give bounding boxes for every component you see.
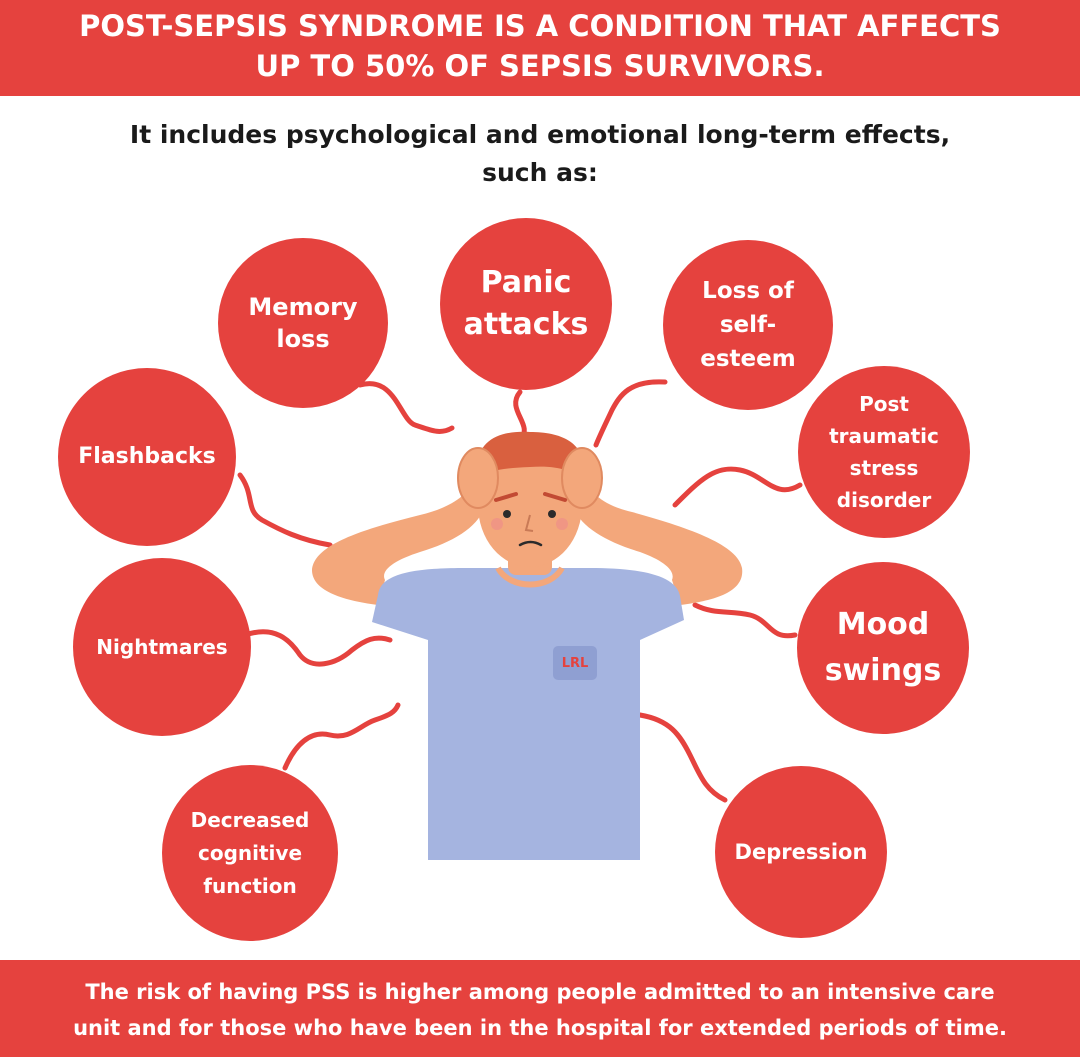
label-memory-loss: Memory loss [248, 293, 358, 353]
bubble-depression: Depression [715, 766, 887, 938]
header-line-2: UP TO 50% OF SEPSIS SURVIVORS. [255, 49, 825, 83]
label-nightmares: Nightmares [96, 635, 228, 659]
connector-mood [692, 602, 798, 639]
head [478, 443, 582, 567]
connector-lines [237, 379, 803, 803]
connector-depression [637, 712, 728, 803]
bubble-memory-loss: Memory loss [218, 238, 388, 408]
header-line-1: POST-SEPSIS SYNDROME IS A CONDITION THAT… [79, 9, 1001, 43]
connector-flashbacks [237, 472, 333, 548]
footer-line-2: unit and for those who have been in the … [73, 1016, 1007, 1040]
subtitle-line-2: such as: [482, 158, 598, 187]
connector-cognitive [282, 702, 401, 771]
label-ptsd: Post traumatic stress disorder [829, 392, 939, 512]
bubble-decreased-cognitive-function: Decreased cognitive function [162, 765, 338, 941]
footer-line-1: The risk of having PSS is higher among p… [85, 980, 995, 1004]
footer-banner: The risk of having PSS is higher among p… [0, 960, 1080, 1057]
stressed-person-illustration [312, 431, 743, 860]
connector-memory [357, 381, 455, 434]
bubble-ptsd: Post traumatic stress disorder [798, 366, 970, 538]
label-loss-of-self-esteem: Loss of self-esteem [700, 278, 796, 372]
left-hand [457, 447, 499, 509]
collar [495, 566, 565, 588]
subtitle: It includes psychological and emotional … [0, 116, 1080, 192]
shirt-pocket [553, 646, 597, 680]
bubble-panic-attacks: Panic attacks [440, 218, 612, 390]
label-mood-swings: Mood swings [824, 607, 942, 688]
label-flashbacks: Flashbacks [78, 444, 216, 469]
bubble-flashbacks: Flashbacks [58, 368, 236, 546]
right-arm [571, 480, 743, 605]
label-depression: Depression [734, 840, 868, 864]
left-arm [312, 482, 486, 605]
bubble-mood-swings: Mood swings [797, 562, 969, 734]
connector-self-esteem [593, 379, 668, 448]
shirt [372, 568, 684, 860]
hair [477, 431, 585, 482]
right-hand [561, 447, 603, 509]
bubble-nightmares: Nightmares [73, 558, 251, 736]
label-decreased-cognitive-function: Decreased cognitive function [190, 807, 310, 898]
bubble-loss-of-self-esteem: Loss of self-esteem [663, 240, 833, 410]
pocket-label: LRL [561, 655, 589, 671]
header-banner: POST-SEPSIS SYNDROME IS A CONDITION THAT… [0, 0, 1080, 96]
connector-ptsd [672, 466, 803, 508]
connector-nightmares [242, 629, 393, 667]
label-panic-attacks: Panic attacks [463, 265, 589, 342]
subtitle-line-1: It includes psychological and emotional … [129, 120, 951, 149]
